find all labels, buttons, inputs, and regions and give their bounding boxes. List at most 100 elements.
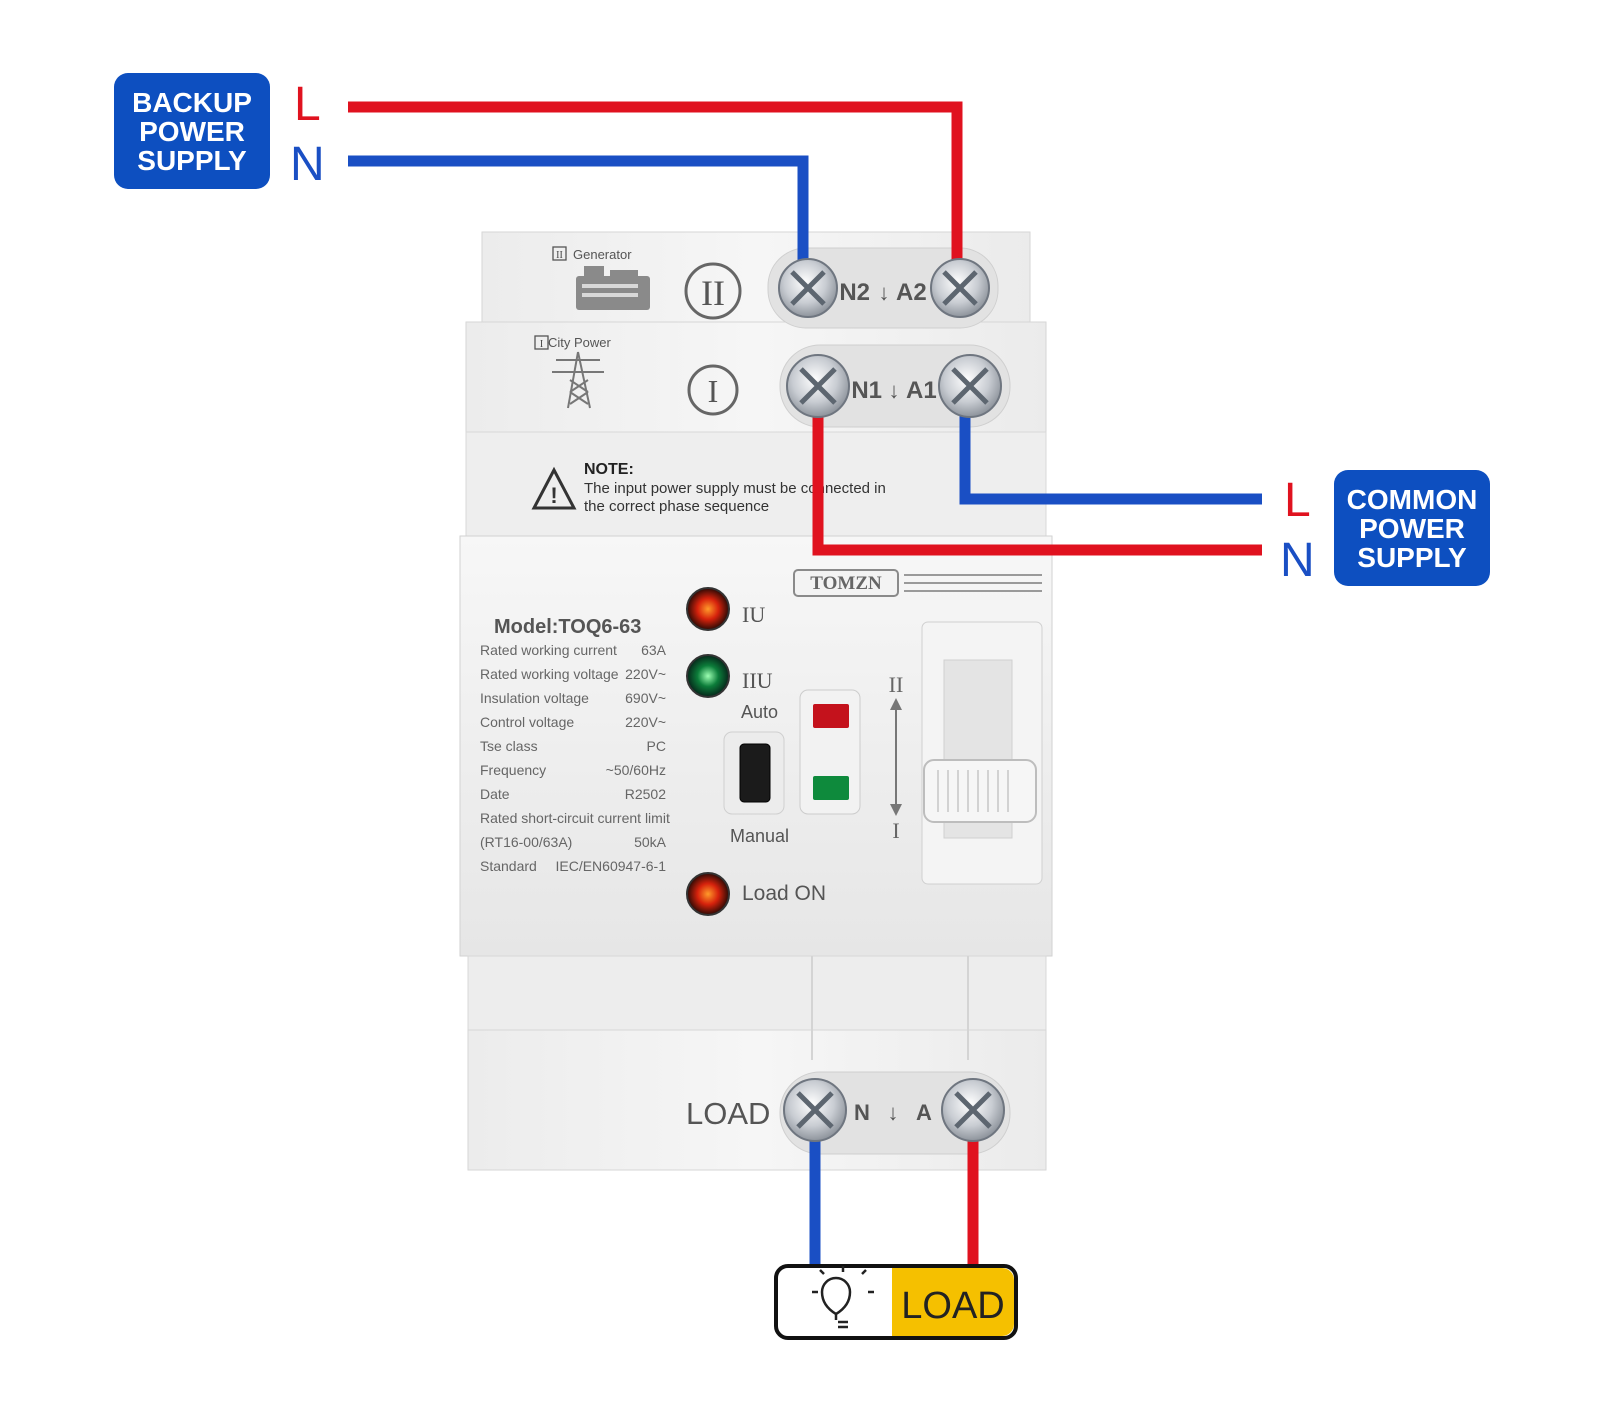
- screw-a2: [930, 258, 990, 318]
- terminal-load-n-label: N: [854, 1100, 870, 1125]
- light-bulb-icon: [812, 1266, 874, 1329]
- screw-n1: [786, 354, 850, 418]
- common-neutral-wire: [812, 388, 1262, 556]
- transfer-switch-device: II Generator II I City Power: [459, 231, 1053, 1171]
- led-iu-label: IU: [742, 602, 765, 627]
- svg-text:II: II: [701, 273, 725, 313]
- spec-label: Standard: [480, 858, 537, 874]
- spec-value: IEC/EN60947-6-1: [555, 858, 666, 874]
- backup-label-line-1: BACKUP: [132, 87, 252, 118]
- svg-text:I: I: [708, 373, 719, 409]
- spec-table: Rated working current 63A Rated working vo…: [480, 642, 670, 874]
- screw-n2: [778, 258, 838, 318]
- common-label-line-1: COMMON: [1347, 484, 1478, 515]
- spec-row: Tse class PC: [480, 738, 666, 754]
- terminal-n1-label: N1: [851, 377, 882, 404]
- spec-label: Control voltage: [480, 714, 574, 730]
- svg-text:!: !: [550, 483, 557, 508]
- note-title: NOTE:: [584, 461, 634, 478]
- spec-label: (RT16-00/63A): [480, 834, 572, 850]
- wires: [348, 101, 1262, 1268]
- load-box-label: LOAD: [901, 1285, 1004, 1327]
- spec-label: Tse class: [480, 738, 538, 754]
- terminal-load-arrow: ↓: [888, 1100, 899, 1125]
- spec-value: 220V~: [625, 666, 666, 682]
- common-power-badge: COMMON POWER SUPPLY: [1334, 470, 1490, 586]
- spec-row: Frequency ~50/60Hz: [480, 762, 666, 778]
- switch-arrow: [890, 698, 902, 816]
- common-n-label: N: [1280, 534, 1315, 587]
- load-module: [467, 955, 1047, 1031]
- led-iiu: [686, 654, 730, 698]
- common-l-label: L: [1284, 474, 1311, 527]
- device-load-label: LOAD: [686, 1096, 770, 1131]
- generator-label: Generator: [573, 247, 632, 262]
- spec-label: Rated short-circuit current limit: [480, 810, 670, 826]
- backup-label-line-3: SUPPLY: [137, 145, 247, 176]
- spec-label: Rated working current: [480, 642, 617, 658]
- backup-n-label: N: [290, 138, 325, 191]
- city-tag: I: [540, 339, 543, 350]
- backup-neutral-wire: [348, 155, 809, 290]
- spec-value: PC: [647, 738, 666, 754]
- spec-label: Frequency: [480, 762, 546, 778]
- terminal-a1-label: A1: [906, 377, 937, 404]
- city-label: City Power: [548, 335, 612, 350]
- backup-power-badge: BACKUP POWER SUPPLY: [114, 73, 270, 189]
- indicator-red: [813, 704, 849, 728]
- spec-value: 50kA: [634, 834, 667, 850]
- note-line-2: the correct phase sequence: [584, 498, 769, 515]
- spec-value: 63A: [641, 642, 667, 658]
- warning-icon: !: [531, 466, 577, 510]
- spec-value: 690V~: [625, 690, 666, 706]
- terminal-n2-label: N2: [839, 279, 870, 306]
- spec-label: Date: [480, 786, 510, 802]
- led-iu: [686, 587, 730, 631]
- terminal-top-arrow: ↓: [879, 280, 890, 305]
- mode-auto-label: Auto: [741, 702, 778, 722]
- generator-tag: II: [556, 250, 563, 261]
- spec-row: Insulation voltage 690V~: [480, 690, 666, 706]
- spec-row: Standard IEC/EN60947-6-1: [480, 858, 666, 874]
- spec-row: (RT16-00/63A) 50kA: [480, 834, 667, 850]
- roman-two-symbol: II: [684, 262, 742, 320]
- roman-one-symbol: I: [687, 364, 739, 416]
- common-label-line-3: SUPPLY: [1357, 542, 1467, 573]
- spec-row: Rated working voltage 220V~: [480, 666, 666, 682]
- screw-load-n: [783, 1078, 847, 1142]
- spec-value: R2502: [625, 786, 666, 802]
- backup-live-wire: [348, 101, 963, 290]
- terminal-a2-label: A2: [896, 279, 927, 306]
- switch-label-bottom: I: [892, 818, 899, 843]
- power-tower-icon: [552, 351, 604, 409]
- led-load-on: [686, 872, 730, 916]
- spec-value: ~50/60Hz: [606, 762, 666, 778]
- spec-row: Rated short-circuit current limit: [480, 810, 670, 826]
- mode-manual-label: Manual: [730, 826, 789, 846]
- brand-frame: [793, 569, 899, 597]
- backup-label-line-2: POWER: [139, 116, 245, 147]
- screw-load-a: [941, 1078, 1005, 1142]
- common-label-line-2: POWER: [1359, 513, 1465, 544]
- terminal-mid-arrow: ↓: [889, 378, 900, 403]
- brand-lines: [904, 574, 1042, 592]
- screw-a1: [938, 354, 1002, 418]
- spec-label: Insulation voltage: [480, 690, 589, 706]
- spec-label: Rated working voltage: [480, 666, 619, 682]
- spec-row: Date R2502: [480, 786, 666, 802]
- model-title: Model:TOQ6-63: [494, 616, 641, 638]
- led-iiu-label: IIU: [742, 668, 773, 693]
- backup-l-label: L: [294, 78, 321, 131]
- spec-row: Rated working current 63A: [480, 642, 667, 658]
- terminals: N2 ↓ A2 N1 ↓ A1 N ↓ A: [778, 258, 1005, 1142]
- load-box: LOAD: [774, 1264, 1018, 1340]
- city-tag-box: [534, 335, 549, 350]
- transfer-handle[interactable]: [923, 759, 1037, 823]
- note-line-1: The input power supply must be connected…: [584, 480, 886, 497]
- common-live-wire: [959, 388, 1262, 505]
- mode-selector-switch[interactable]: [739, 743, 771, 803]
- load-on-label: Load ON: [742, 882, 826, 905]
- indicator-green: [813, 776, 849, 800]
